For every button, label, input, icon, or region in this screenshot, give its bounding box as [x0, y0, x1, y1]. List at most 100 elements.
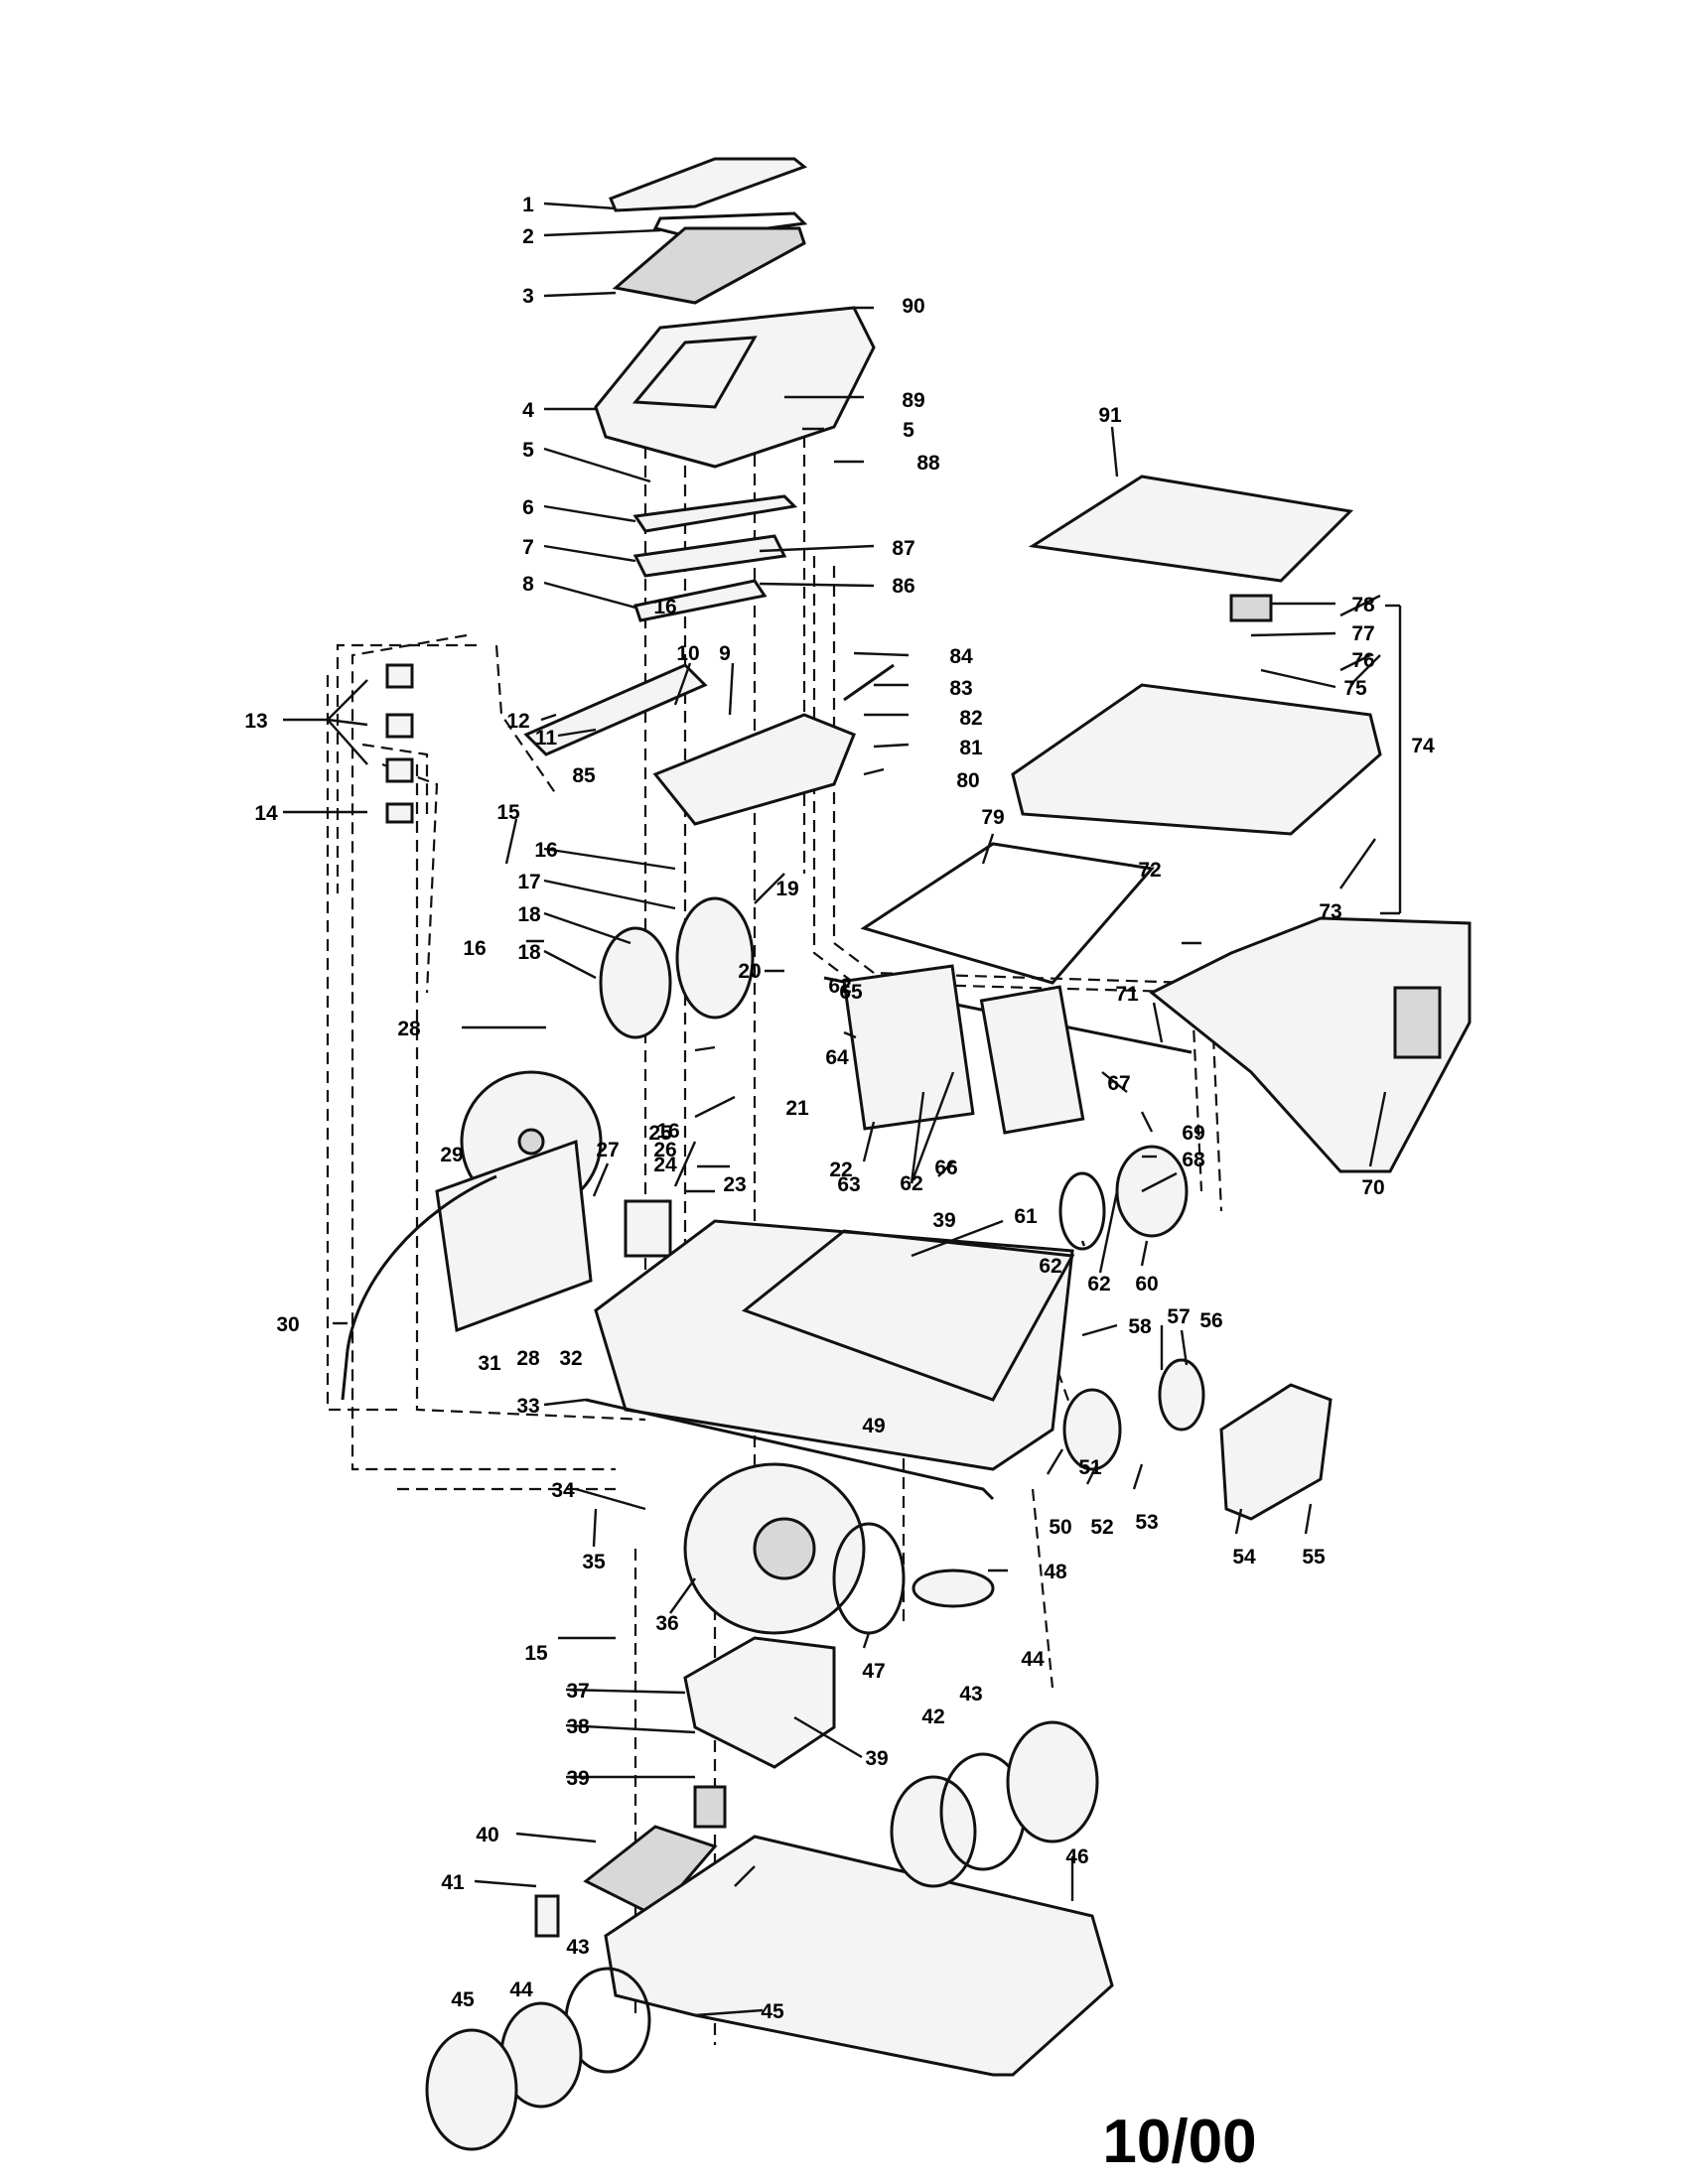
callout-68: 67	[1107, 1072, 1130, 1095]
part-31-power-cord	[341, 1174, 497, 1401]
callout-49: 48	[1044, 1561, 1067, 1583]
callout-63: 62	[1039, 1255, 1061, 1278]
callout-62: 61	[1014, 1205, 1038, 1228]
callout-91: 90	[902, 295, 924, 318]
part-79-latch	[1229, 594, 1273, 622]
part-45-front-wheel-cover	[425, 2028, 518, 2151]
callout-7: 7	[522, 536, 534, 559]
callout-87: 86	[892, 575, 914, 598]
part-13-connector-c	[385, 757, 414, 783]
callout-20: 19	[775, 878, 798, 900]
part-64-filter-grille	[842, 964, 975, 1131]
callout-70: 69	[1182, 1122, 1204, 1145]
callout-45: 44	[1021, 1648, 1045, 1671]
callout-16: 16	[653, 596, 676, 618]
callout-16: 16	[534, 839, 557, 862]
callout-92: 91	[1098, 404, 1122, 427]
part-68-filter	[979, 985, 1085, 1135]
callout-65: 64	[825, 1046, 849, 1069]
part-4-handle-opening	[632, 336, 758, 409]
callout-22: 21	[785, 1097, 809, 1120]
callout-69: 68	[1182, 1149, 1205, 1171]
callout-43: 42	[921, 1706, 944, 1728]
callout-36: 35	[582, 1551, 606, 1573]
part-63-seal	[1058, 1171, 1106, 1251]
callout-86: 85	[572, 764, 596, 787]
callout-89: 88	[916, 452, 940, 475]
part-75-cover-assembly	[1011, 683, 1382, 836]
callout-48: 47	[862, 1660, 885, 1683]
callout-56: 55	[1302, 1546, 1326, 1569]
callout-32: 31	[478, 1352, 501, 1375]
part-37-motor-fan	[753, 1517, 816, 1580]
part-25-switch	[624, 1199, 672, 1258]
part-17-motor-cap	[675, 896, 755, 1020]
callout-53: 52	[1090, 1516, 1113, 1539]
part-41-exhaust-filter	[583, 1825, 718, 1918]
callout-18: 18	[517, 903, 541, 926]
callout-16: 16	[656, 1120, 679, 1143]
part-61-housing	[1115, 1145, 1189, 1238]
callout-24: 23	[723, 1173, 746, 1196]
part-7-plate	[632, 534, 787, 578]
part-80-gasket	[860, 842, 1155, 985]
callout-28: 28	[516, 1347, 540, 1370]
part-8-plate	[633, 579, 768, 622]
part-83-chassis-bracket	[652, 713, 856, 826]
revision-date: 10/00	[1102, 2108, 1256, 2176]
callout-57: 56	[1199, 1309, 1222, 1332]
part-13-connector-a	[385, 663, 414, 689]
callout-6: 6	[522, 496, 534, 519]
callout-90: 89	[902, 389, 924, 412]
callout-23: 22	[829, 1159, 852, 1181]
part-51-ring	[1062, 1388, 1122, 1471]
callout-47: 46	[1065, 1845, 1088, 1868]
callout-3: 3	[522, 285, 534, 308]
callout-38: 37	[566, 1680, 589, 1703]
callout-39: 39	[932, 1209, 955, 1232]
part-4-handle-housing	[594, 306, 876, 469]
part-6-bracket	[632, 494, 798, 533]
callout-1: 1	[522, 194, 534, 216]
part-18-bearing-housing	[599, 926, 672, 1039]
callout-15: 15	[524, 1642, 548, 1665]
callout-15: 15	[496, 801, 520, 824]
part-49-cap	[912, 1569, 995, 1608]
callout-4: 4	[522, 399, 534, 422]
callout-33: 32	[559, 1347, 582, 1370]
callout-42: 41	[441, 1871, 465, 1894]
callout-40: 39	[566, 1767, 589, 1790]
callout-27: 26	[653, 1139, 676, 1161]
callout-85: 84	[949, 645, 973, 668]
callout-25: 24	[653, 1154, 677, 1176]
callout-72: 71	[1115, 983, 1139, 1006]
part-45-rear-wheel-cover	[1006, 1720, 1099, 1843]
callout-60: 58	[1128, 1315, 1152, 1338]
part-1-top-strip	[609, 157, 808, 212]
part-38-motor-cradle	[683, 1636, 836, 1769]
callout-35: 34	[551, 1479, 575, 1502]
part-42-clip	[534, 1894, 560, 1938]
callout-74: 73	[1319, 900, 1341, 923]
part-47-bottom-housing	[604, 1835, 1114, 2077]
part-body-compartment	[741, 1229, 1075, 1402]
callout-77: 76	[1351, 649, 1374, 672]
callout-34: 33	[516, 1395, 539, 1418]
callout-19: 18	[517, 941, 541, 964]
callout-31: 30	[276, 1313, 299, 1336]
callout-80: 79	[981, 806, 1004, 829]
callout-9: 9	[719, 642, 731, 665]
part-3-window-panel	[612, 226, 806, 305]
callout-67: 66	[934, 1157, 957, 1179]
part-body-base	[594, 1219, 1074, 1471]
part-34-bumper-strip	[585, 1398, 995, 1501]
part-13-connector-b	[385, 713, 414, 739]
callout-83: 82	[959, 707, 982, 730]
callout-5: 5	[903, 419, 914, 442]
callout-8: 8	[522, 573, 534, 596]
callout-82: 81	[959, 737, 983, 759]
callout-66: 65	[839, 981, 863, 1004]
part-29-reel-hub	[517, 1128, 545, 1156]
callout-28: 27	[596, 1139, 619, 1161]
